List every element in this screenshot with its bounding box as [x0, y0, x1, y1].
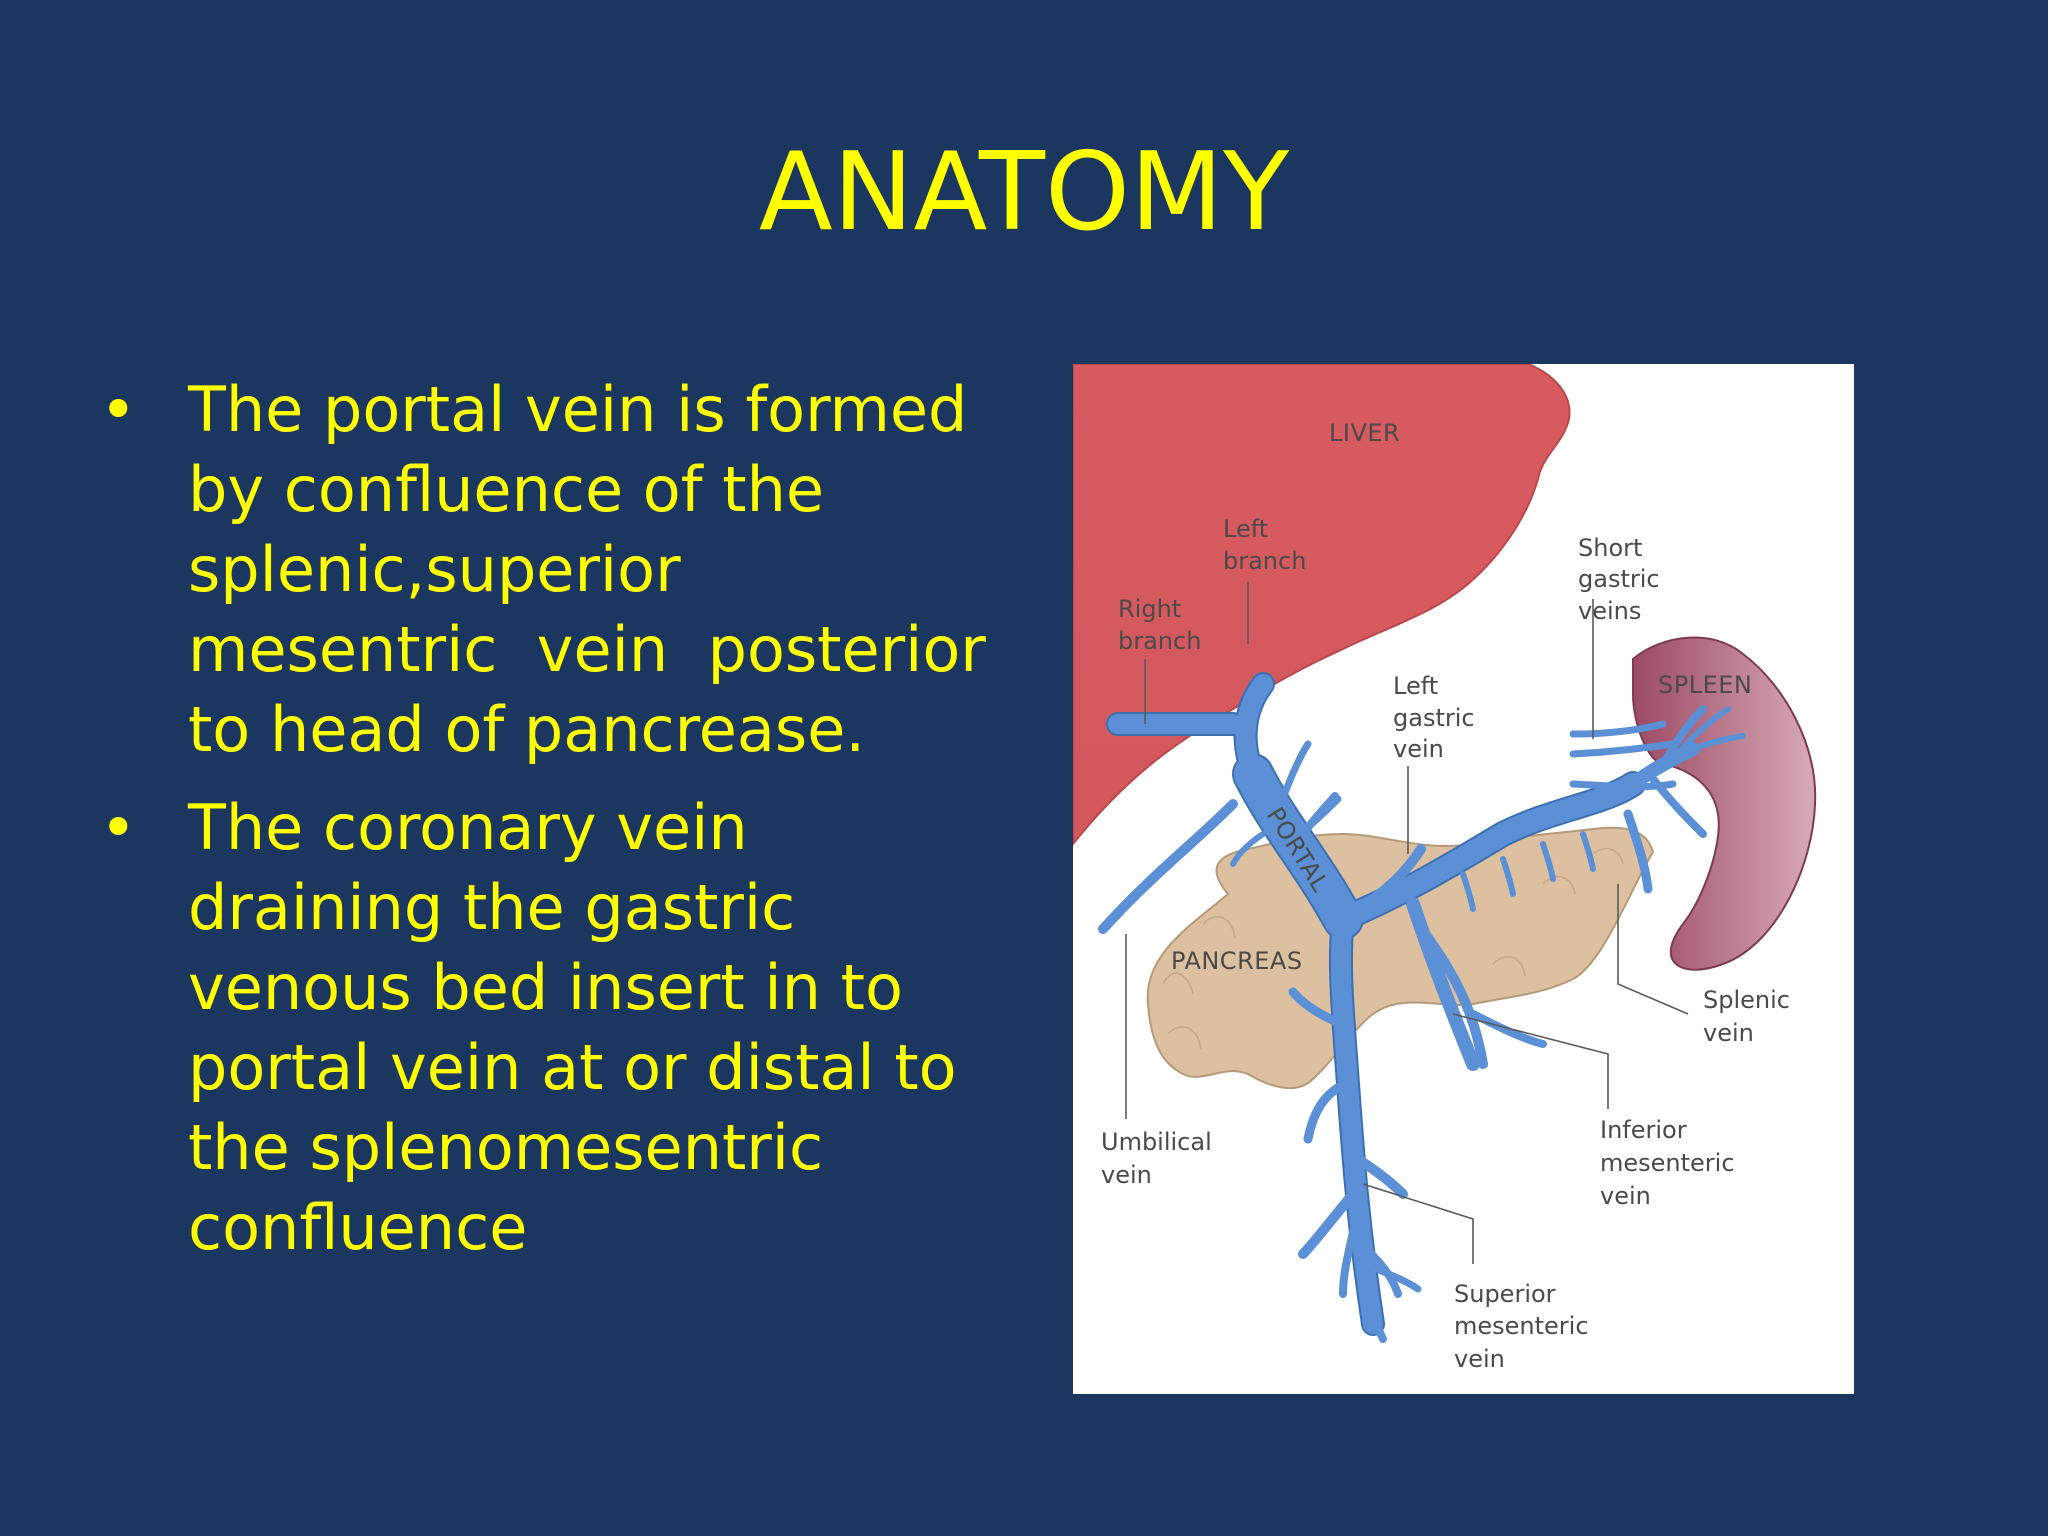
- portal-vein: [1234, 755, 1362, 938]
- spleen-shape: [1632, 636, 1817, 971]
- leader-lines: [1125, 582, 1689, 1264]
- bullet-line: venous bed insert in to: [188, 951, 903, 1024]
- left-gastric-label: Left gastric vein: [1393, 672, 1482, 763]
- bullet-line: by confluence of the: [188, 453, 825, 526]
- bullet-line: splenic,superior: [188, 533, 681, 606]
- bullet-symbol: •: [100, 791, 137, 864]
- bullet-symbol: •: [100, 373, 137, 446]
- pancreas-label: PANCREAS: [1171, 947, 1303, 975]
- umbilical-vein: [1098, 799, 1238, 934]
- pancreas-shape: [1146, 826, 1655, 1090]
- slide-title: ANATOMY: [758, 130, 1290, 255]
- bullet-line: draining the gastric: [188, 871, 796, 944]
- left-gastric-vein: [1368, 844, 1426, 904]
- bullet-line: to head of pancrease.: [188, 693, 866, 766]
- left-branch-vein: [1235, 674, 1273, 784]
- liver-label: LIVER: [1329, 419, 1400, 447]
- inferior-mesenteric-label: Inferior mesenteric vein: [1600, 1116, 1742, 1210]
- bullet-line: the splenomesentric: [188, 1111, 824, 1184]
- left-branch-label: Left branch: [1223, 515, 1306, 575]
- spleen-label: SPLEEN: [1658, 671, 1752, 699]
- portal-venous-diagram: LIVER SPLEEN PANCREAS PORTAL Left branch…: [1073, 364, 1854, 1394]
- diagram-svg: LIVER SPLEEN PANCREAS PORTAL Left branch…: [1073, 364, 1817, 1373]
- splenic-vein-label: Splenic vein: [1703, 986, 1798, 1047]
- bullet-line: confluence: [188, 1191, 528, 1264]
- bullet-line: mesentric vein posterior: [188, 613, 986, 686]
- bullet-line: portal vein at or distal to: [188, 1031, 957, 1104]
- short-gastric-label: Short gastric veins: [1578, 534, 1667, 625]
- splenic-vein: [1332, 773, 1644, 930]
- veins: [1098, 674, 1746, 1343]
- pancreas-texture: [1162, 847, 1624, 1050]
- superior-mesenteric-label: Superior mesenteric vein: [1454, 1280, 1596, 1373]
- short-gastric-vein: [1569, 720, 1667, 738]
- bullet-list: • The portal vein is formed by confluenc…: [100, 370, 986, 1286]
- bullet-line: The portal vein is formed: [188, 373, 968, 446]
- right-branch-label: Right branch: [1118, 595, 1201, 655]
- bullet-line: The coronary vein: [188, 791, 748, 864]
- bullet-item: • The portal vein is formed by confluenc…: [100, 370, 986, 770]
- bullet-item: • The coronary vein draining the gastric…: [100, 788, 980, 1268]
- umbilical-vein-label: Umbilical vein: [1101, 1128, 1219, 1189]
